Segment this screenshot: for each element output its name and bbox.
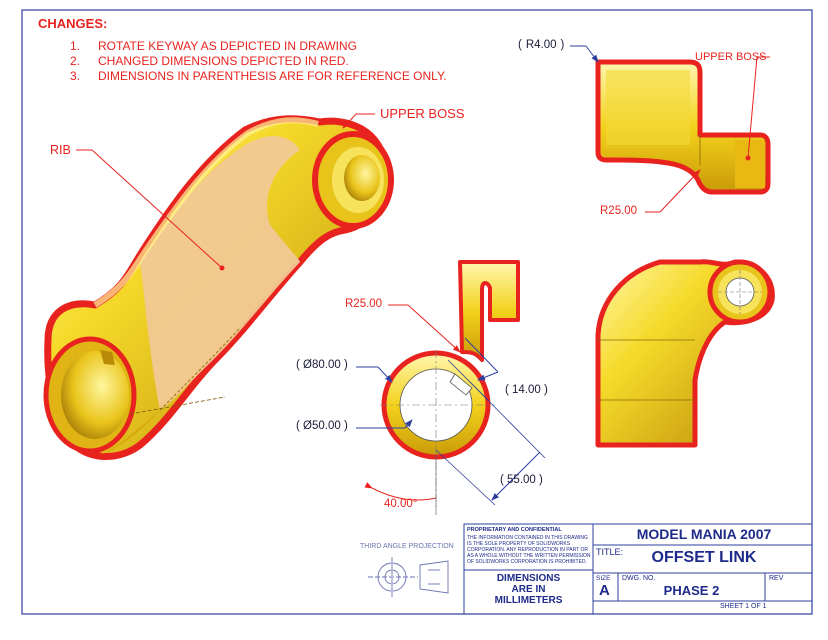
title-label: TITLE: bbox=[596, 547, 624, 557]
upper-boss-top-callout: UPPER BOSS bbox=[695, 51, 767, 63]
top-view bbox=[595, 59, 771, 195]
d55-value: 55.00 bbox=[507, 474, 536, 486]
dia50-dimension: ( Ø50.00 ) bbox=[296, 420, 348, 432]
r4-value: R4.00 bbox=[525, 39, 557, 51]
title-block-grid bbox=[463, 523, 813, 615]
size-label: SIZE bbox=[596, 575, 611, 582]
units-line-1: DIMENSIONS bbox=[496, 573, 561, 584]
projection-symbol-icon bbox=[368, 557, 449, 597]
change-note-text: DIMENSIONS IN PARENTHESIS ARE FOR REFERE… bbox=[98, 69, 447, 83]
sheet-border bbox=[21, 9, 813, 615]
dia80-dimension: ( Ø80.00 ) bbox=[296, 359, 348, 371]
d55-dimension: ( 55.00 ) bbox=[500, 474, 543, 486]
change-note-2: 2. CHANGED DIMENSIONS DEPICTED IN RED. bbox=[70, 54, 349, 68]
change-note-3: 3. DIMENSIONS IN PARENTHESIS ARE FOR REFE… bbox=[70, 69, 447, 83]
projection-label: THIRD ANGLE PROJECTION bbox=[360, 543, 454, 550]
r4-dimension: (R4.00) bbox=[518, 39, 565, 51]
size-value: A bbox=[599, 582, 610, 599]
sheet-number: SHEET 1 OF 1 bbox=[720, 603, 767, 610]
dia80-value: Ø80.00 bbox=[303, 359, 341, 371]
rev-label: REV bbox=[769, 575, 784, 582]
side-view bbox=[595, 259, 775, 448]
rib-callout: RIB bbox=[50, 143, 71, 157]
change-note-number: 1. bbox=[70, 39, 81, 53]
front-view bbox=[380, 260, 520, 510]
r25-front-callout: R25.00 bbox=[345, 298, 383, 310]
proprietary-heading: PROPRIETARY AND CONFIDENTIAL bbox=[467, 527, 562, 533]
d14-value: 14.00 bbox=[512, 384, 541, 396]
isometric-view bbox=[43, 115, 394, 460]
change-note-text: CHANGED DIMENSIONS DEPICTED IN RED. bbox=[98, 54, 349, 68]
dia50-value: Ø50.00 bbox=[303, 420, 341, 432]
drawing-title: OFFSET LINK bbox=[651, 549, 757, 566]
angle40-callout: 40.00° bbox=[384, 498, 418, 510]
d14-dimension: ( 14.00 ) bbox=[505, 384, 548, 396]
change-note-number: 3. bbox=[70, 69, 81, 83]
changes-heading: CHANGES: bbox=[38, 16, 108, 31]
change-note-1: 1. ROTATE KEYWAY AS DEPICTED IN DRAWING bbox=[70, 39, 357, 53]
r25-top-callout: R25.00 bbox=[600, 205, 638, 217]
units-note: DIMENSIONS ARE IN MILLIMETERS bbox=[464, 573, 593, 606]
dwg-no-value: PHASE 2 bbox=[663, 583, 720, 598]
units-line-3: MILLIMETERS bbox=[494, 595, 563, 606]
change-note-text: ROTATE KEYWAY AS DEPICTED IN DRAWING bbox=[98, 39, 357, 53]
change-note-number: 2. bbox=[70, 54, 81, 68]
upper-boss-iso-callout: UPPER BOSS bbox=[380, 106, 465, 121]
company-name: MODEL MANIA 2007 bbox=[636, 526, 772, 542]
proprietary-text: THE INFORMATION CONTAINED IN THIS DRAWIN… bbox=[467, 535, 591, 565]
dwg-no-label: DWG. NO. bbox=[622, 575, 656, 582]
units-line-2: ARE IN bbox=[511, 584, 546, 595]
